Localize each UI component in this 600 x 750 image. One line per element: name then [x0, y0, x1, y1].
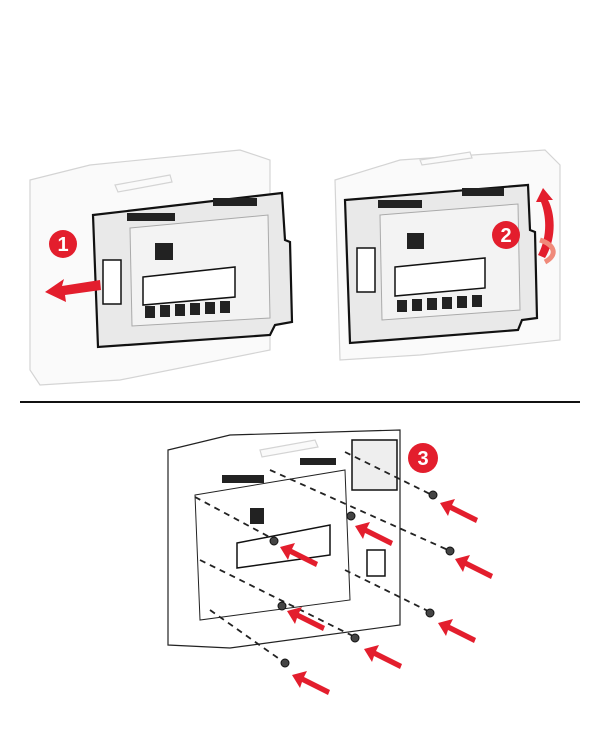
printer-handle [259, 439, 319, 458]
board-module [142, 266, 236, 306]
rotate-arrow [536, 188, 554, 258]
port-strip [102, 259, 122, 305]
printer-handle [419, 151, 473, 166]
screws [269, 490, 455, 668]
vent [127, 213, 175, 221]
step-number: 2 [500, 225, 511, 247]
step-number: 1 [57, 234, 68, 256]
step-3-panel: 3 [167, 429, 493, 695]
power-socket [366, 549, 386, 577]
remove-arrow [45, 279, 101, 302]
vent [222, 475, 264, 483]
screw-guides [194, 451, 449, 664]
vent [213, 198, 257, 206]
vent [378, 200, 422, 208]
rotate-arrow-tail [539, 237, 556, 265]
step-badge-3: 3 [408, 443, 438, 473]
step-badge-2: 2 [492, 221, 520, 249]
vent-row [397, 295, 482, 312]
grid [155, 243, 173, 260]
vent-row [145, 301, 230, 318]
grid [407, 233, 424, 249]
board-module [394, 257, 486, 297]
printer-handle [114, 174, 173, 193]
grid [250, 508, 264, 524]
step-2-panel: 2 [334, 149, 561, 361]
insert-arrows [280, 499, 493, 695]
vent [462, 188, 504, 196]
step-number: 3 [417, 448, 428, 470]
step-badge-1: 1 [49, 230, 77, 258]
port-strip [356, 247, 376, 293]
vent-grille [351, 439, 398, 491]
step-1-panel: 1 [29, 149, 294, 386]
vent [300, 458, 336, 465]
